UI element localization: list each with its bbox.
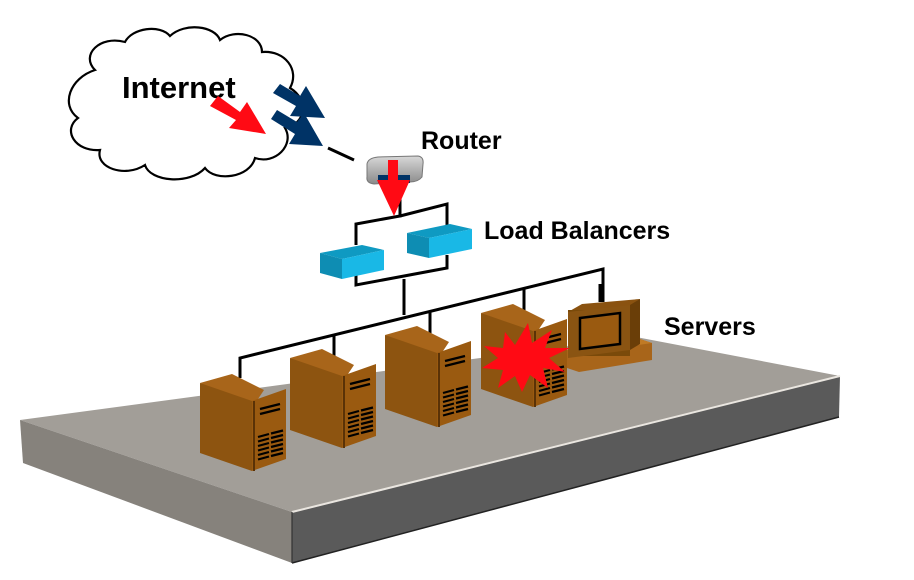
platform-front-side: [292, 376, 840, 563]
internet-cloud: Internet: [67, 26, 304, 181]
tower-server: [385, 326, 471, 427]
router: Router: [366, 127, 502, 216]
load-balancer-2: [407, 224, 472, 258]
platform-left-side: [20, 420, 292, 563]
platform-highlight-edge: [291, 375, 841, 513]
router-down-arrow-icon: [377, 160, 410, 216]
server-desktop: [567, 284, 652, 372]
cable-internet-router: [327, 146, 355, 162]
server-bus: [238, 267, 605, 378]
monitor-screen: [578, 311, 622, 351]
navy-arrow-icon: [273, 84, 325, 118]
load-balancers: Load Balancers: [320, 217, 670, 279]
tower-server: [290, 349, 376, 448]
platform-bottom-edge: [291, 416, 840, 564]
red-arrow-icon: [210, 96, 266, 134]
cable-router-lb-loop: [354, 196, 402, 245]
tower-server: [200, 374, 286, 471]
router-label: Router: [421, 127, 502, 155]
cloud-shape: [67, 26, 304, 181]
cable-lb-bottom: [354, 255, 449, 287]
load-balancer-1: [320, 245, 384, 279]
servers-label: Servers: [664, 313, 756, 341]
cable-router-lb-loop-right: [399, 202, 449, 230]
traffic-arrows: [210, 84, 325, 146]
navy-arrow-icon: [271, 110, 323, 146]
failure-burst-icon: [482, 323, 570, 392]
load-balancers-label: Load Balancers: [484, 217, 670, 245]
